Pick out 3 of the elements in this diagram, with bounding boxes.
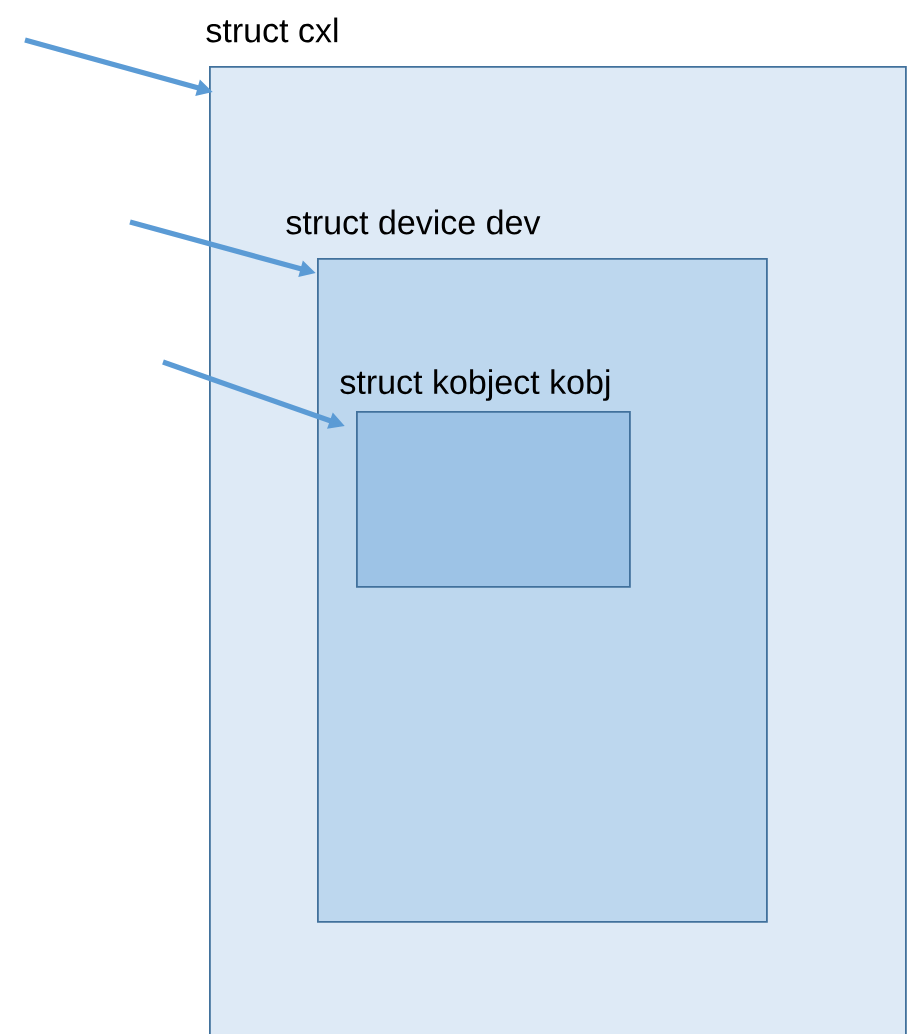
box-heading: struct kobject kobj: [340, 369, 610, 401]
box-heading: struct device dev: [286, 209, 541, 235]
box-heading: struct cxl: [206, 17, 338, 43]
